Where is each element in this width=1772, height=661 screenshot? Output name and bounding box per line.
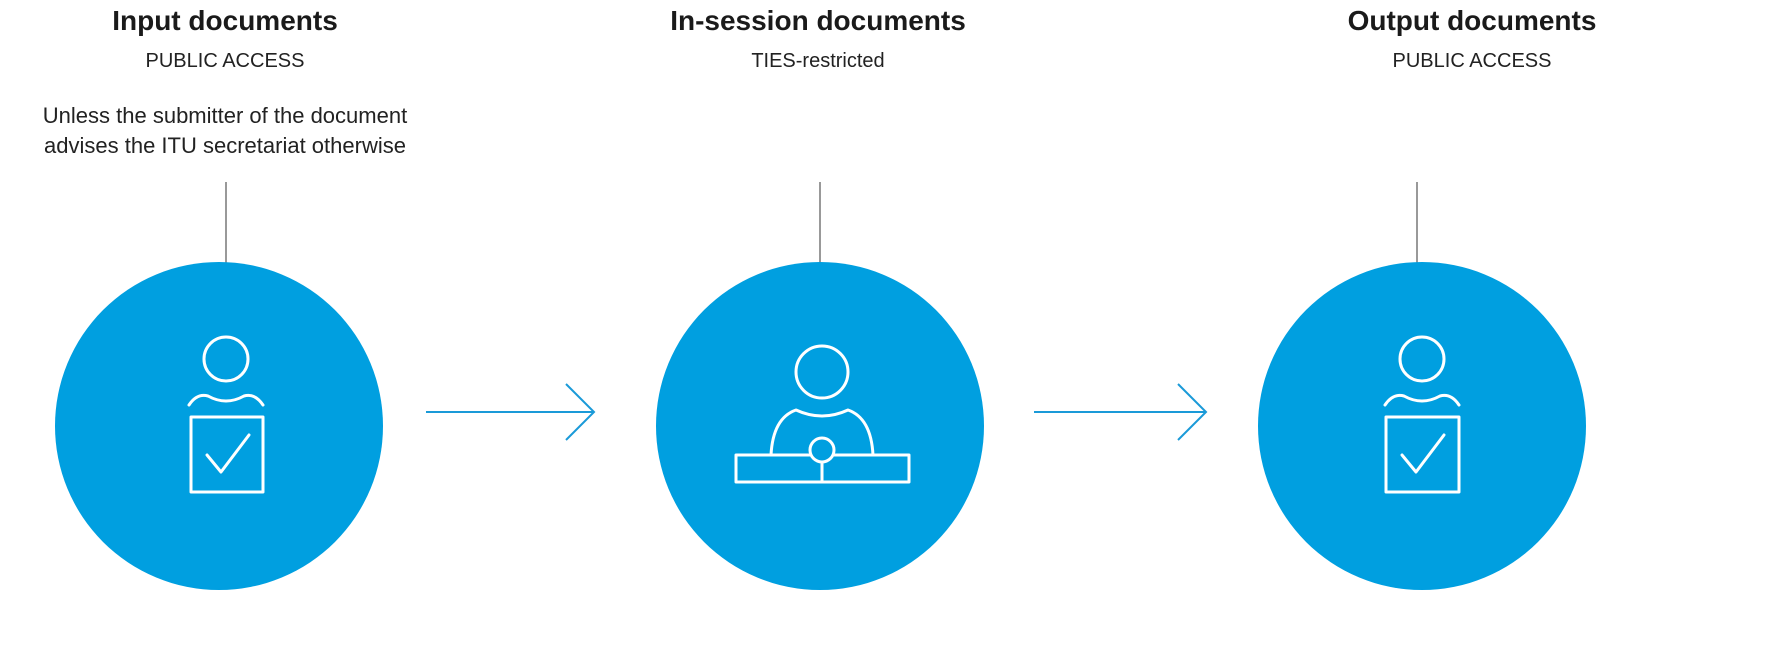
stage-note-input-line-1: Unless the submitter of the document <box>42 103 408 128</box>
stage-title-in-session: In-session documents <box>670 5 966 36</box>
arrow-right-icon <box>1034 383 1208 441</box>
stage-note-input-line-2: advises the ITU secretariat otherwise <box>44 133 406 158</box>
stage-access-input: PUBLIC ACCESS <box>145 50 305 72</box>
stage-access-output: PUBLIC ACCESS <box>1392 50 1552 72</box>
stage-circle-in-session <box>656 262 984 590</box>
stage-title-output: Output documents <box>1347 5 1597 36</box>
person-with-checkbox-icon <box>1383 335 1461 494</box>
stage-title-input: Input documents <box>112 5 338 36</box>
stage-circle-output <box>1258 262 1586 590</box>
stage-circle-input <box>55 262 383 590</box>
person-at-desk-with-microphone-icon <box>734 344 911 484</box>
person-with-checkbox-icon <box>187 335 265 494</box>
stage-access-in-session: TIES-restricted <box>751 50 885 72</box>
arrow-right-icon <box>426 383 596 441</box>
